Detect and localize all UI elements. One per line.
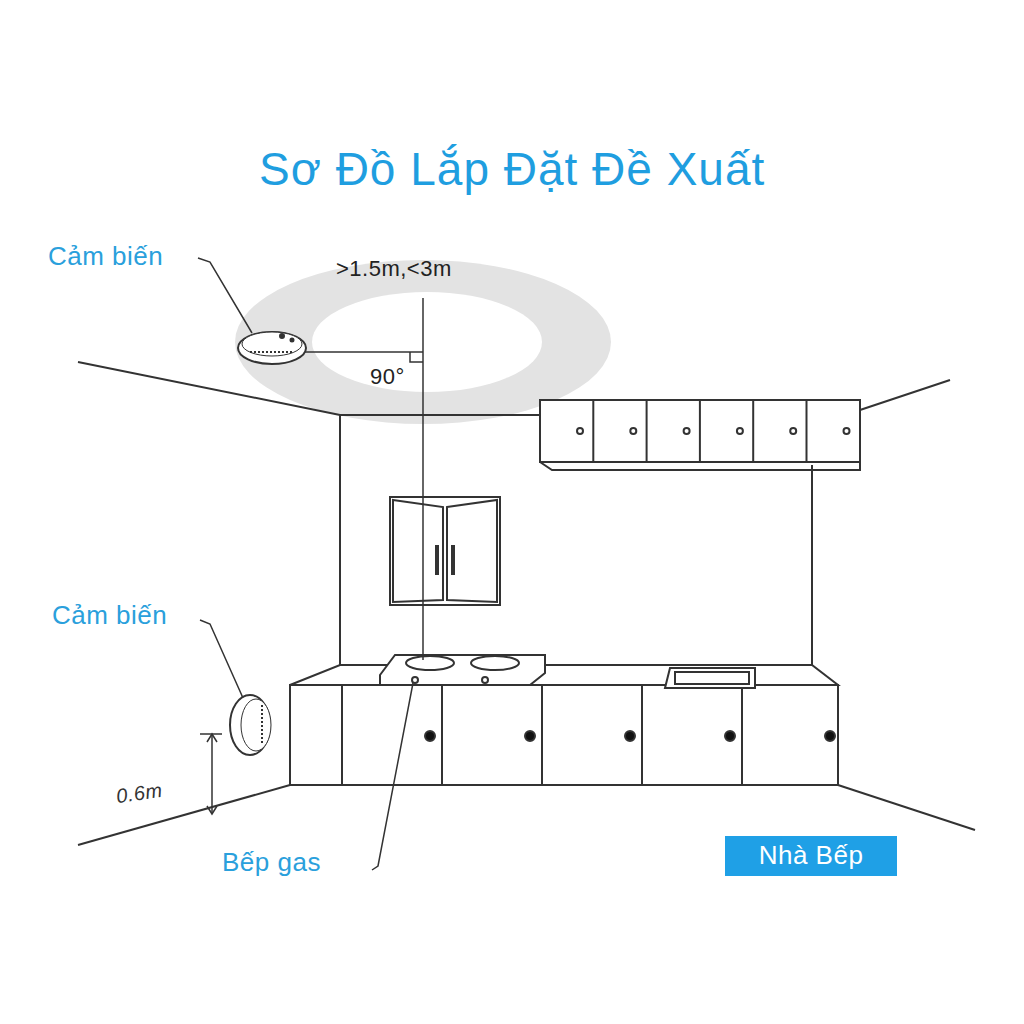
sensor-label: Cảm biến (48, 242, 163, 272)
room-tag: Nhà Bếp (725, 836, 897, 876)
angle-label: 90° (370, 364, 405, 389)
height-dimension: 0.6m (115, 779, 164, 808)
title: Sơ Đồ Lắp Đặt Đề Xuất (259, 143, 765, 196)
room-name: Nhà Bếp (739, 841, 883, 871)
distance-dimension: >1.5m,<3m (336, 256, 452, 281)
stove-label: Bếp gas (222, 848, 321, 878)
sensor-label: Cảm biến (52, 601, 167, 631)
